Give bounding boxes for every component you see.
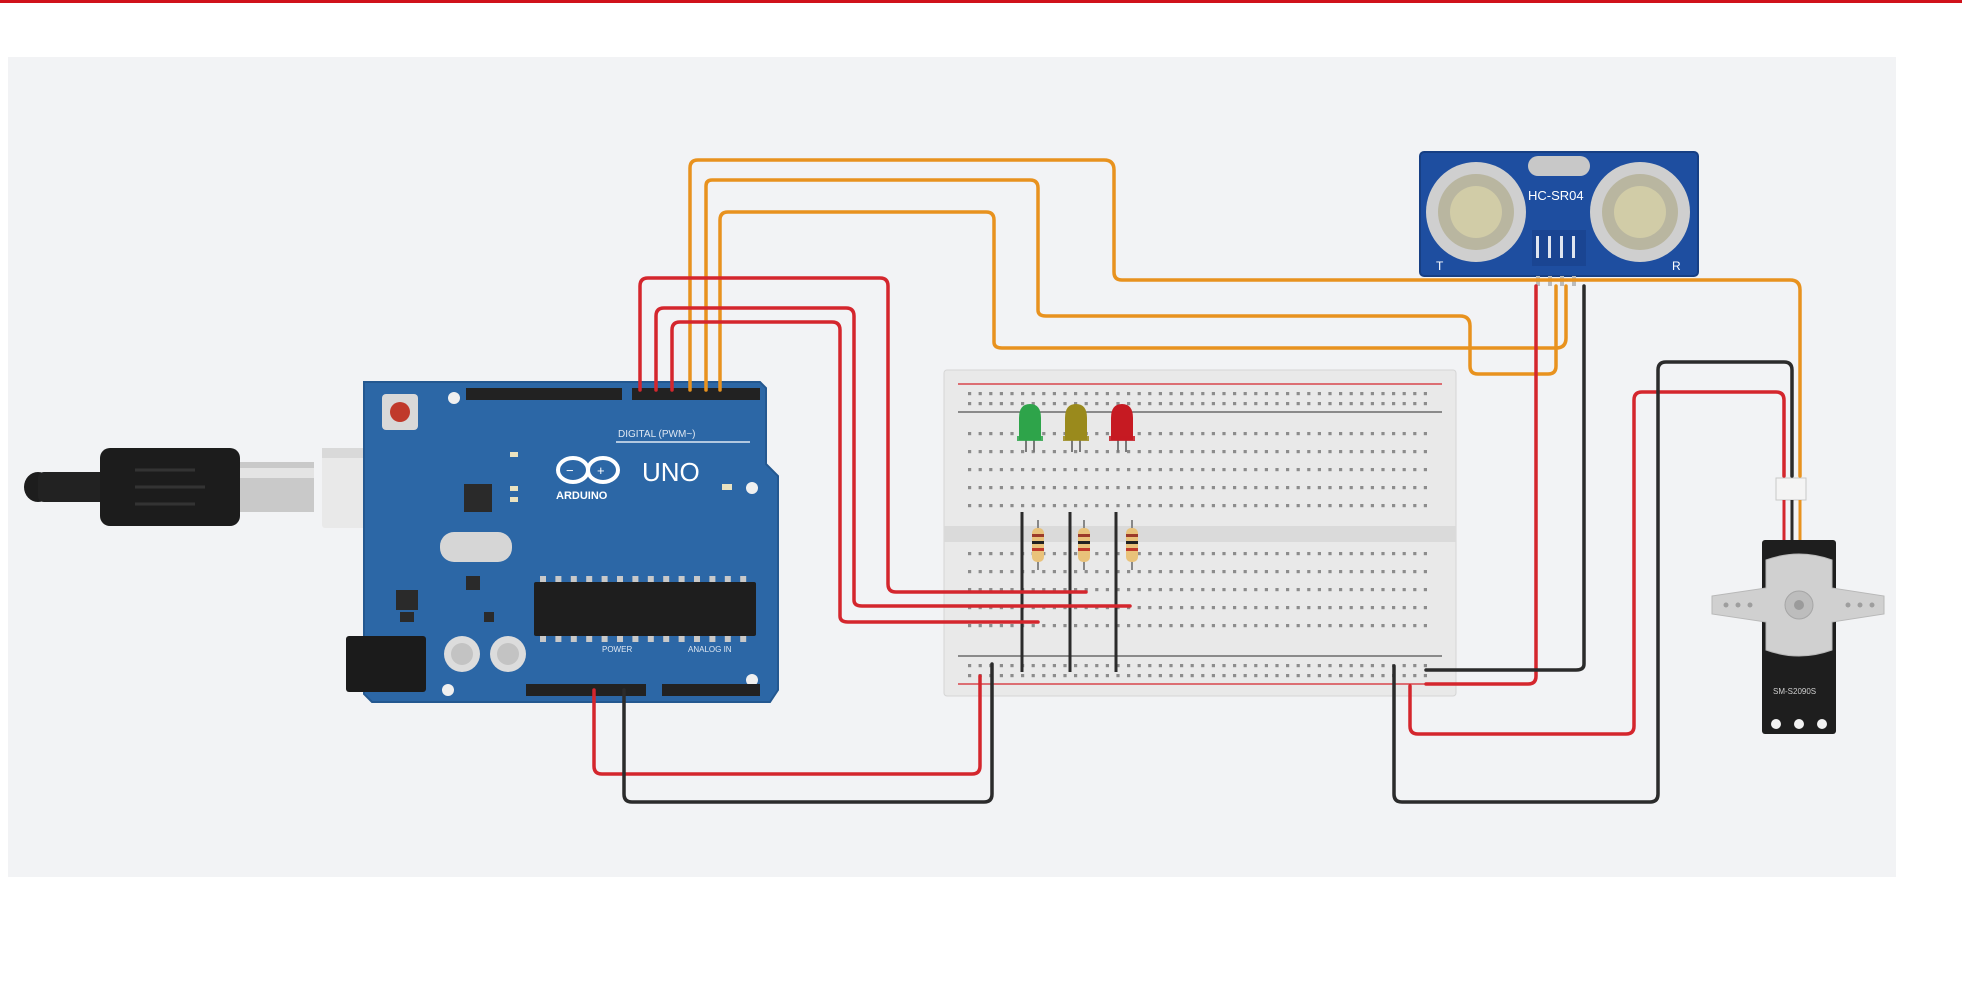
resistor-1 — [1032, 520, 1044, 570]
svg-text:+: + — [597, 463, 605, 478]
servo-connector — [1775, 477, 1807, 501]
servo-signal-wire[interactable] — [718, 210, 1568, 392]
arduino-brand-label: ARDUINO — [556, 490, 608, 502]
digital-header-left — [466, 388, 622, 400]
servo-motor[interactable]: SM-S2090S — [1711, 477, 1885, 734]
analog-header-label: ANALOG IN — [688, 645, 732, 654]
sensor-left-mark: T — [1436, 259, 1444, 273]
svg-text:−: − — [566, 463, 574, 478]
arduino-5v-wire[interactable] — [592, 674, 982, 776]
sensor-right-mark: R — [1672, 259, 1681, 273]
arduino-logo-icon: − + — [556, 456, 620, 484]
servo-label: SM-S2090S — [1773, 687, 1816, 696]
ultrasonic-sensor[interactable]: HC-SR04 T R — [1419, 151, 1699, 286]
digital-header-label: DIGITAL (PWM~) — [618, 429, 696, 440]
led-group — [1017, 404, 1135, 452]
microcontroller-chip — [534, 582, 756, 636]
led-green — [1017, 404, 1043, 452]
top-accent-bar — [0, 0, 1962, 3]
analog-header — [662, 684, 760, 696]
sensor-gnd-wire[interactable] — [1424, 284, 1586, 672]
power-header — [526, 684, 646, 696]
led-red — [1109, 404, 1135, 452]
sensor-crystal — [1528, 156, 1590, 176]
led-green-signal-wire[interactable] — [670, 320, 1040, 624]
arduino-gnd-wire[interactable] — [622, 662, 994, 804]
sensor-vcc-wire[interactable] — [1424, 284, 1538, 686]
led-red-signal-wire[interactable] — [638, 276, 1088, 594]
breadboard-holes — [968, 392, 1427, 678]
led-yellow — [1063, 404, 1089, 452]
arduino-model-label: UNO — [642, 457, 700, 487]
resistors — [1032, 520, 1138, 570]
servo-gnd-wire[interactable] — [1392, 360, 1794, 804]
servo-vcc-wire[interactable] — [1408, 390, 1786, 736]
digital-header-right — [632, 388, 760, 400]
resistor-2 — [1078, 520, 1090, 570]
power-jack — [346, 636, 426, 692]
trig-signal-wire[interactable] — [688, 158, 1802, 478]
led-yellow-signal-wire[interactable] — [654, 306, 1132, 608]
arduino-uno-board[interactable]: DIGITAL (PWM~) − + UNO ARDUINO — [346, 381, 779, 703]
sensor-label: HC-SR04 — [1528, 188, 1584, 203]
resistor-3 — [1126, 520, 1138, 570]
power-header-label: POWER — [602, 645, 632, 654]
